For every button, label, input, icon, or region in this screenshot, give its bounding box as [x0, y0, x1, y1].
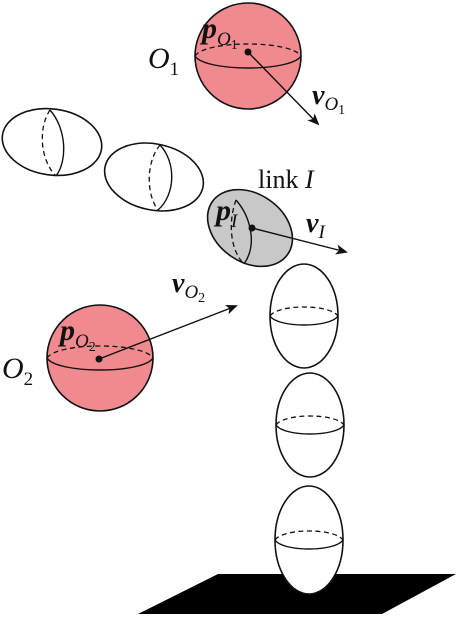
link-I-velocity-arrow [251, 227, 348, 255]
obstacle-O1-position-label: pO1 [199, 12, 238, 53]
chain-link-2 [103, 142, 205, 212]
obstacle-O1-name-label: O1 [148, 42, 179, 80]
chain-link-5 [274, 485, 344, 595]
obstacle-O2 [46, 304, 238, 412]
obstacle-O1-velocity-arrow [247, 51, 320, 126]
obstacle-O2-velocity-arrow [98, 304, 238, 360]
obstacle-O2-velocity-label: vO2 [172, 268, 205, 306]
obstacle-O2-name-label: O2 [2, 352, 33, 390]
obstacle-O1 [194, 2, 320, 126]
chain-link-4 [275, 372, 345, 478]
link-I-position-label: pI [213, 194, 239, 232]
link-I-velocity-label: vI [306, 208, 326, 243]
ground-shadow [138, 574, 456, 614]
chain-link-1 [1, 107, 103, 177]
obstacle-O2-position-label: pO2 [57, 314, 96, 355]
obstacle-O1-velocity-label: vO1 [312, 80, 345, 118]
chain-link-3 [269, 263, 339, 369]
link-I-name-label: link I [258, 165, 315, 194]
